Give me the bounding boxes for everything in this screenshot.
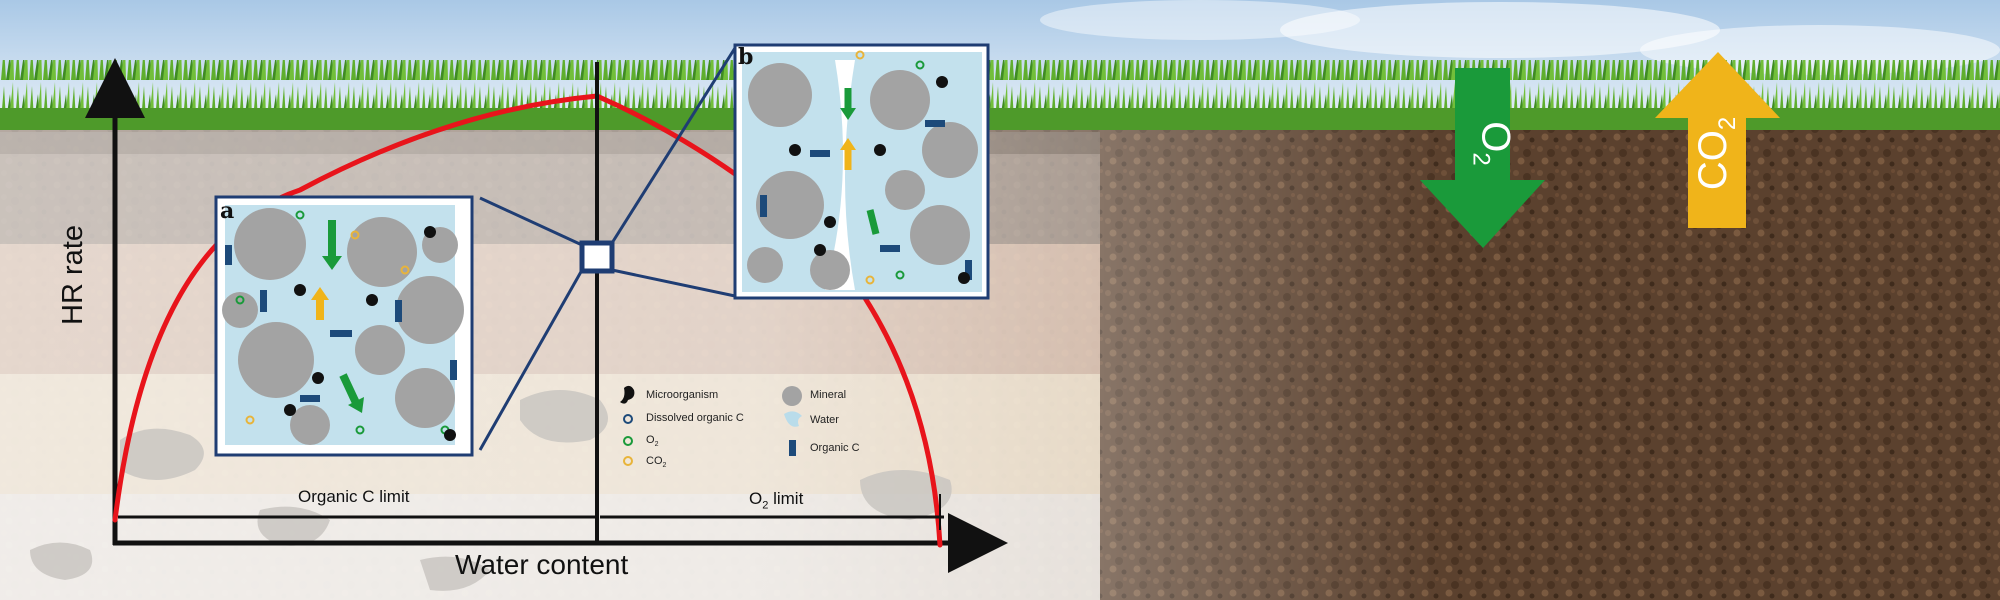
zoom-marker bbox=[579, 240, 615, 274]
o2-arrow bbox=[1420, 68, 1545, 248]
organic-c-icon bbox=[789, 440, 796, 456]
legend-mineral: Mineral bbox=[810, 389, 847, 401]
panel-a-letter: a bbox=[220, 198, 235, 224]
mineral-icon bbox=[782, 386, 802, 406]
o2-limit-label: O2 limit bbox=[749, 489, 804, 512]
dissolved-organic-c-icon bbox=[623, 414, 633, 424]
water-icon bbox=[784, 411, 802, 427]
panel-b-inset bbox=[733, 43, 990, 300]
legend-organic-c: Organic C bbox=[810, 442, 860, 454]
o2-icon bbox=[623, 436, 633, 446]
organic-c-limit-label: Organic C limit bbox=[298, 487, 410, 506]
o2-arrow-label: O2 bbox=[1467, 121, 1518, 166]
legend-water: Water bbox=[810, 414, 839, 426]
hr-rate-curve bbox=[112, 93, 943, 548]
co2-icon bbox=[623, 456, 633, 466]
microorganism-icon bbox=[620, 385, 635, 404]
legend-microorganism: Microorganism bbox=[646, 389, 719, 401]
x-axis-label: Water content bbox=[455, 549, 629, 580]
stones bbox=[30, 390, 952, 591]
legend-dissolved-organic-c: Dissolved organic C bbox=[646, 412, 744, 424]
co2-arrow-label: CO2 bbox=[1691, 116, 1742, 191]
legend-icons bbox=[620, 385, 802, 466]
y-axis-label: HR rate bbox=[57, 225, 89, 325]
co2-arrow bbox=[1655, 52, 1780, 228]
panel-a-inset bbox=[214, 195, 474, 457]
legend-o2: O2 bbox=[646, 434, 659, 449]
legend-co2: CO2 bbox=[646, 455, 667, 470]
panel-b-letter: b bbox=[738, 44, 754, 70]
